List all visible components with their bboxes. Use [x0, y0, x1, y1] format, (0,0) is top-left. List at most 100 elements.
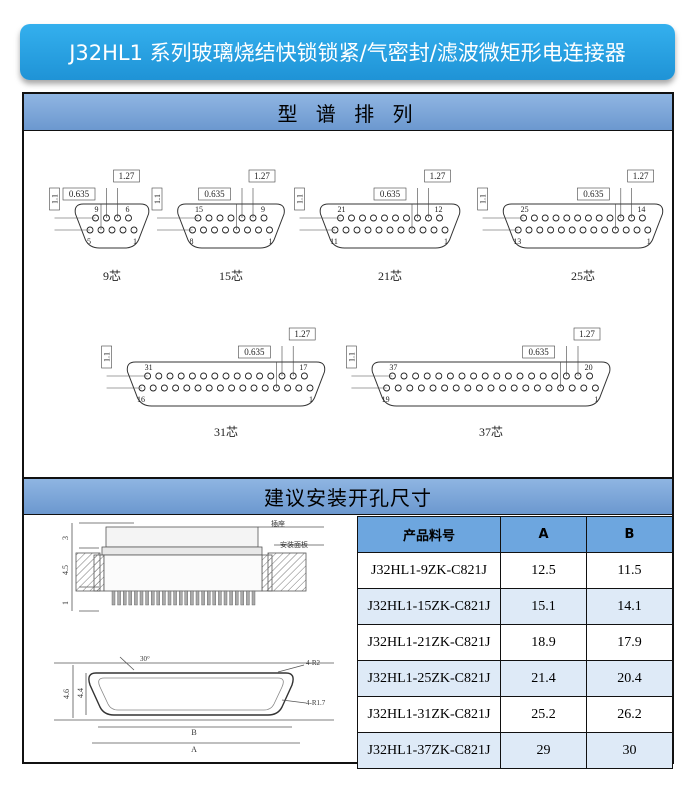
pin	[481, 372, 489, 380]
dim-row-gap: 1.1	[296, 194, 305, 204]
rear-pin	[156, 590, 161, 606]
pin	[227, 214, 235, 222]
pin	[261, 384, 269, 392]
dim-box-pitch	[288, 327, 316, 341]
pin-number-top-left: 37	[389, 363, 397, 372]
col-header-b: B	[586, 516, 673, 553]
dim-a-cell: 25.2	[500, 696, 587, 733]
part-no-cell: J32HL1-21ZK-C821J	[357, 624, 501, 661]
connector-label: 15芯	[219, 269, 243, 283]
dim-b-cell: 11.5	[586, 552, 673, 589]
dim-box-row-gap	[49, 187, 60, 211]
pin	[412, 372, 420, 380]
dim-box-row-gap	[151, 187, 163, 211]
dim-4-4: 4.4	[76, 688, 85, 698]
dim-row-gap: 1.1	[347, 352, 356, 362]
pin	[579, 226, 587, 234]
dim-a-cell: 12.5	[500, 552, 587, 589]
pin	[429, 384, 437, 392]
pin	[580, 384, 588, 392]
rear-pin	[139, 590, 144, 606]
pin	[563, 214, 571, 222]
connector-label: 25芯	[571, 269, 595, 283]
dim-3: 3	[61, 536, 70, 540]
table-row: J32HL1-9ZK-C821J 12.5 11.5	[357, 552, 673, 589]
connector-label: 31芯	[214, 425, 238, 439]
pin	[200, 372, 208, 380]
dim-box-pitch	[113, 169, 140, 183]
pin	[417, 384, 425, 392]
pin	[458, 372, 466, 380]
connector-label: 9芯	[103, 269, 121, 283]
pin	[430, 226, 438, 234]
pin	[222, 372, 230, 380]
pin	[499, 384, 507, 392]
rear-pin	[117, 590, 121, 606]
section-title-pinout: 型 谱 排 列	[277, 101, 419, 126]
pin-number-top-left: 25	[521, 205, 529, 214]
pin	[545, 384, 553, 392]
table-row: J32HL1-37ZK-C821J 29 30	[357, 732, 673, 769]
pin	[386, 226, 394, 234]
pin	[119, 226, 127, 234]
table-header-row: 产品料号 A B	[357, 516, 673, 553]
dim-b-cell: 30	[586, 732, 673, 769]
dim-pitch: 1.27	[579, 329, 595, 339]
rear-pin	[240, 590, 245, 606]
pin	[423, 372, 431, 380]
pin	[464, 384, 472, 392]
dim-box-row-gap	[346, 345, 357, 369]
pin	[177, 372, 185, 380]
dim-pitch: 1.27	[633, 171, 649, 181]
pin	[130, 226, 138, 234]
dim-4-6: 4.6	[62, 689, 71, 699]
pin	[493, 372, 501, 380]
pin	[155, 372, 163, 380]
pin	[516, 372, 524, 380]
section-title-cutout: 建议安装开孔尺寸	[264, 486, 432, 510]
rear-pin	[195, 590, 200, 606]
pin	[622, 226, 630, 234]
pin	[400, 372, 408, 380]
dim-B: B	[191, 728, 196, 737]
pin-number-top-left: 9	[95, 205, 99, 214]
dim-box-row-gap	[294, 187, 305, 211]
pin-number-bottom-right: 1	[269, 237, 273, 246]
rear-pin	[218, 590, 222, 606]
pin	[353, 226, 361, 234]
pin	[244, 372, 252, 380]
rear-pin	[201, 590, 205, 606]
pin-number-bottom-left: 13	[513, 237, 521, 246]
pin	[160, 384, 168, 392]
pin	[638, 214, 646, 222]
dim-row-gap: 1.1	[51, 194, 60, 204]
connector-shell	[319, 203, 461, 249]
pin-number-bottom-right: 1	[133, 237, 137, 246]
pin	[392, 214, 399, 222]
pin-number-bottom-right: 1	[444, 237, 448, 246]
dim-box-row-gap	[101, 345, 112, 369]
cutout-top-view	[54, 656, 334, 744]
pin	[568, 384, 576, 392]
pin	[205, 384, 213, 392]
pin	[216, 214, 224, 222]
col-header-a: A	[500, 516, 587, 553]
table-row: J32HL1-25ZK-C821J 21.4 20.4	[357, 660, 673, 697]
dim-box-pitch	[424, 169, 451, 183]
pin	[211, 372, 219, 380]
radius-label-inner: 4-R1.7	[306, 699, 326, 707]
dim-row-gap: 1.1	[103, 352, 112, 362]
pin	[452, 384, 460, 392]
pin	[216, 384, 224, 392]
dim-box-offset	[577, 187, 610, 201]
pin	[300, 372, 308, 380]
pin	[504, 372, 512, 380]
pin-number-bottom-right: 1	[594, 395, 598, 404]
dim-offset: 0.635	[528, 347, 549, 357]
pin	[441, 226, 449, 234]
page-title: J32HL1 系列玻璃烧结快锁锁紧/气密封/滤波微矩形电连接器	[69, 41, 626, 65]
